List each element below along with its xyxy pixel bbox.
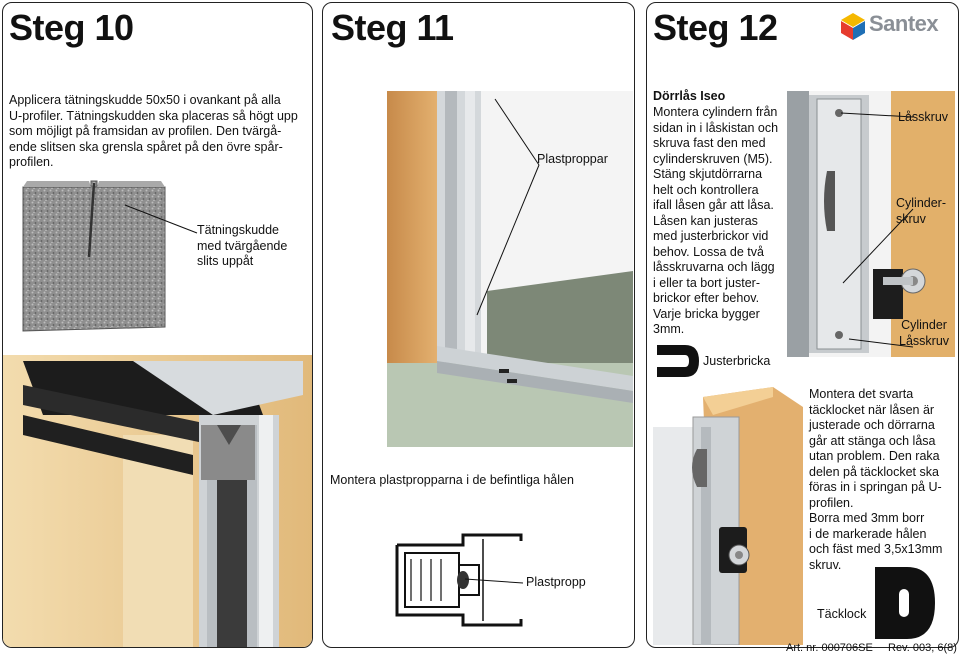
step-12-title: Steg 12: [653, 7, 778, 48]
profile-installation-illustration: [3, 355, 312, 647]
step-10-instructions: Applicera tätningskudde 50x50 i ovankant…: [9, 93, 298, 169]
footer-art-nr: Art. nr. 000706SE: [786, 642, 873, 654]
step-11-panel: Steg 11 Plastproppar Montera plastproppa…: [322, 2, 635, 648]
step-12-heading: Dörrlås Iseo: [653, 89, 726, 103]
santex-logo-mark-icon: [841, 13, 865, 40]
cylinderskruv-label: Cylinder- skruv: [896, 196, 947, 226]
santex-logo: Santex: [835, 9, 953, 43]
step-12-instructions-cover: Montera det svarta täcklocket när låsen …: [809, 387, 943, 572]
step-12-panel: Steg 12 Santex Dörrlås Iseo Montera cyli…: [646, 2, 959, 648]
justerbricka-label: Justerbricka: [703, 354, 771, 368]
sealing-pad-illustration: [22, 180, 166, 332]
plastpropp-leader-line: [464, 578, 524, 584]
cover-cap-illustration: [653, 387, 803, 645]
lasskruv-label: Låsskruv: [898, 110, 949, 124]
tacklock-drawing: [875, 567, 935, 639]
plastproppar-leader-lines: [476, 98, 540, 316]
sealing-pad-callout: Tätningskudde med tvärgående slits uppåt: [197, 223, 288, 268]
adjustment-washer-icon: [657, 345, 699, 377]
santex-logo-text: Santex: [869, 11, 939, 36]
step-10-panel: Steg 10 Applicera tätningskudde 50x50 i …: [2, 2, 313, 648]
step-11-instructions: Montera plastpropparna i de befintliga h…: [330, 473, 574, 487]
plastpropp-callout: Plastpropp: [526, 575, 586, 589]
door-frame-illustration: [387, 91, 633, 447]
sealing-pad-leader-line: [124, 204, 198, 234]
plastproppar-callout: Plastproppar: [537, 152, 608, 166]
footer-revision: Rev. 003, 6(8): [888, 642, 957, 654]
step-11-title: Steg 11: [331, 7, 454, 48]
lock-leader-lines: [840, 112, 914, 348]
step-12-instructions: Montera cylindern från sidan in i låskis…: [653, 105, 779, 336]
step-10-title: Steg 10: [9, 7, 134, 48]
tacklock-label: Täcklock: [817, 607, 867, 621]
cylinder-lasskruv-label: Cylinder Låsskruv: [899, 318, 950, 348]
lock-case-illustration: [787, 91, 955, 357]
